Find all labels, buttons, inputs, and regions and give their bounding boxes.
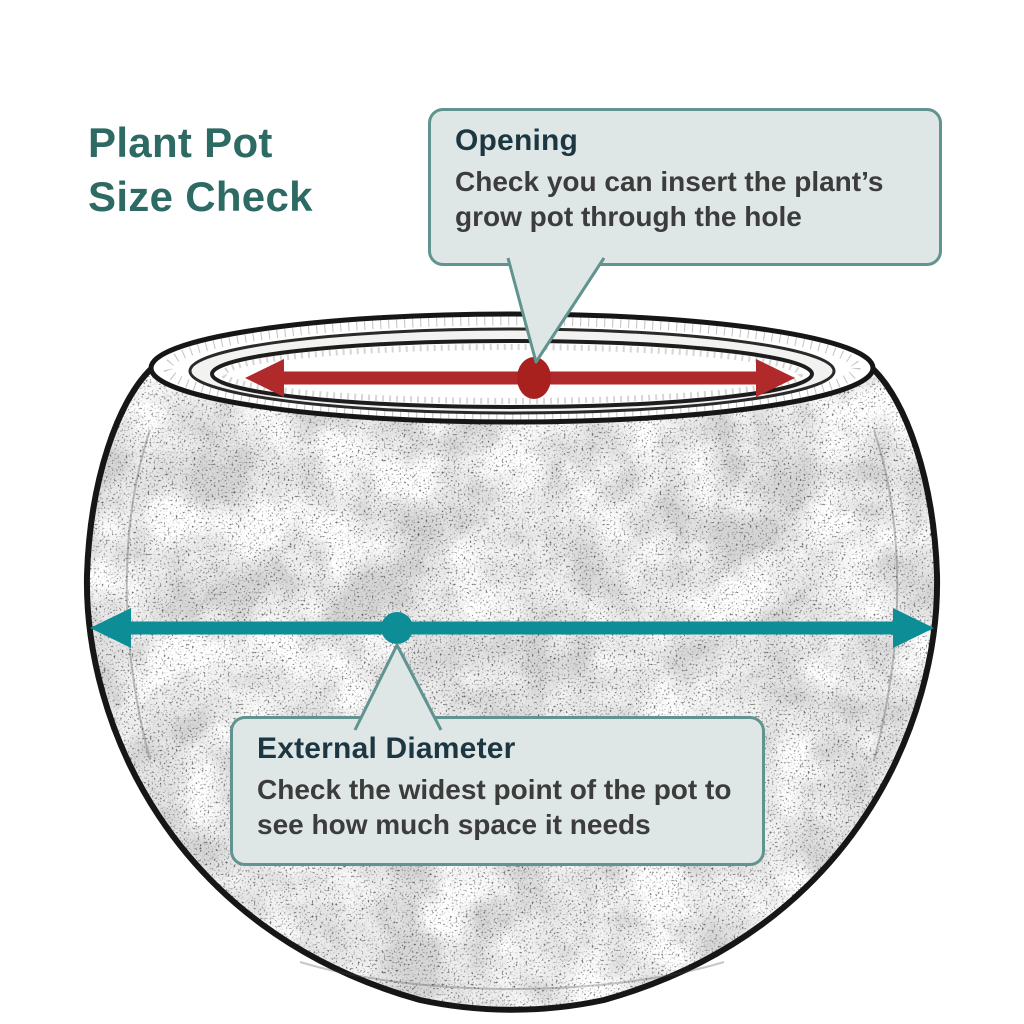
page-title-line2: Size Check xyxy=(88,172,313,220)
pot-opening-shading xyxy=(221,344,803,404)
page-title: Plant Pot Size Check xyxy=(88,116,313,224)
opening-arrow-head-right xyxy=(756,359,795,397)
pot-shading-left xyxy=(125,429,151,761)
page-title-line1: Plant Pot xyxy=(88,119,273,166)
opening-arrow-head-left xyxy=(245,359,284,397)
opening-callout-body: Check you can insert the plant’s grow po… xyxy=(455,166,884,232)
opening-callout-pointer xyxy=(506,257,606,364)
external-diameter-callout-heading: External Diameter xyxy=(257,732,516,765)
pot-shading-bottom xyxy=(299,961,725,990)
external-diameter-callout: External Diameter Check the widest point… xyxy=(230,716,765,866)
external-diameter-callout-pointer xyxy=(353,643,443,731)
pot-rim-texture xyxy=(163,316,861,420)
diameter-center-dot xyxy=(381,612,413,644)
opening-arrow xyxy=(245,357,795,399)
opening-callout: Opening Check you can insert the plant’s… xyxy=(428,108,942,266)
diameter-arrow xyxy=(90,608,934,648)
pot-texture xyxy=(86,368,938,1010)
diameter-arrow-head-left xyxy=(90,608,131,648)
external-diameter-callout-body: Check the widest point of the pot to see… xyxy=(257,774,732,840)
pot-body-outline xyxy=(83,365,941,1013)
opening-center-dot xyxy=(517,357,551,399)
opening-callout-heading: Opening xyxy=(455,124,579,157)
pot-shading-right xyxy=(873,429,899,761)
diameter-arrow-head-right xyxy=(893,608,934,648)
